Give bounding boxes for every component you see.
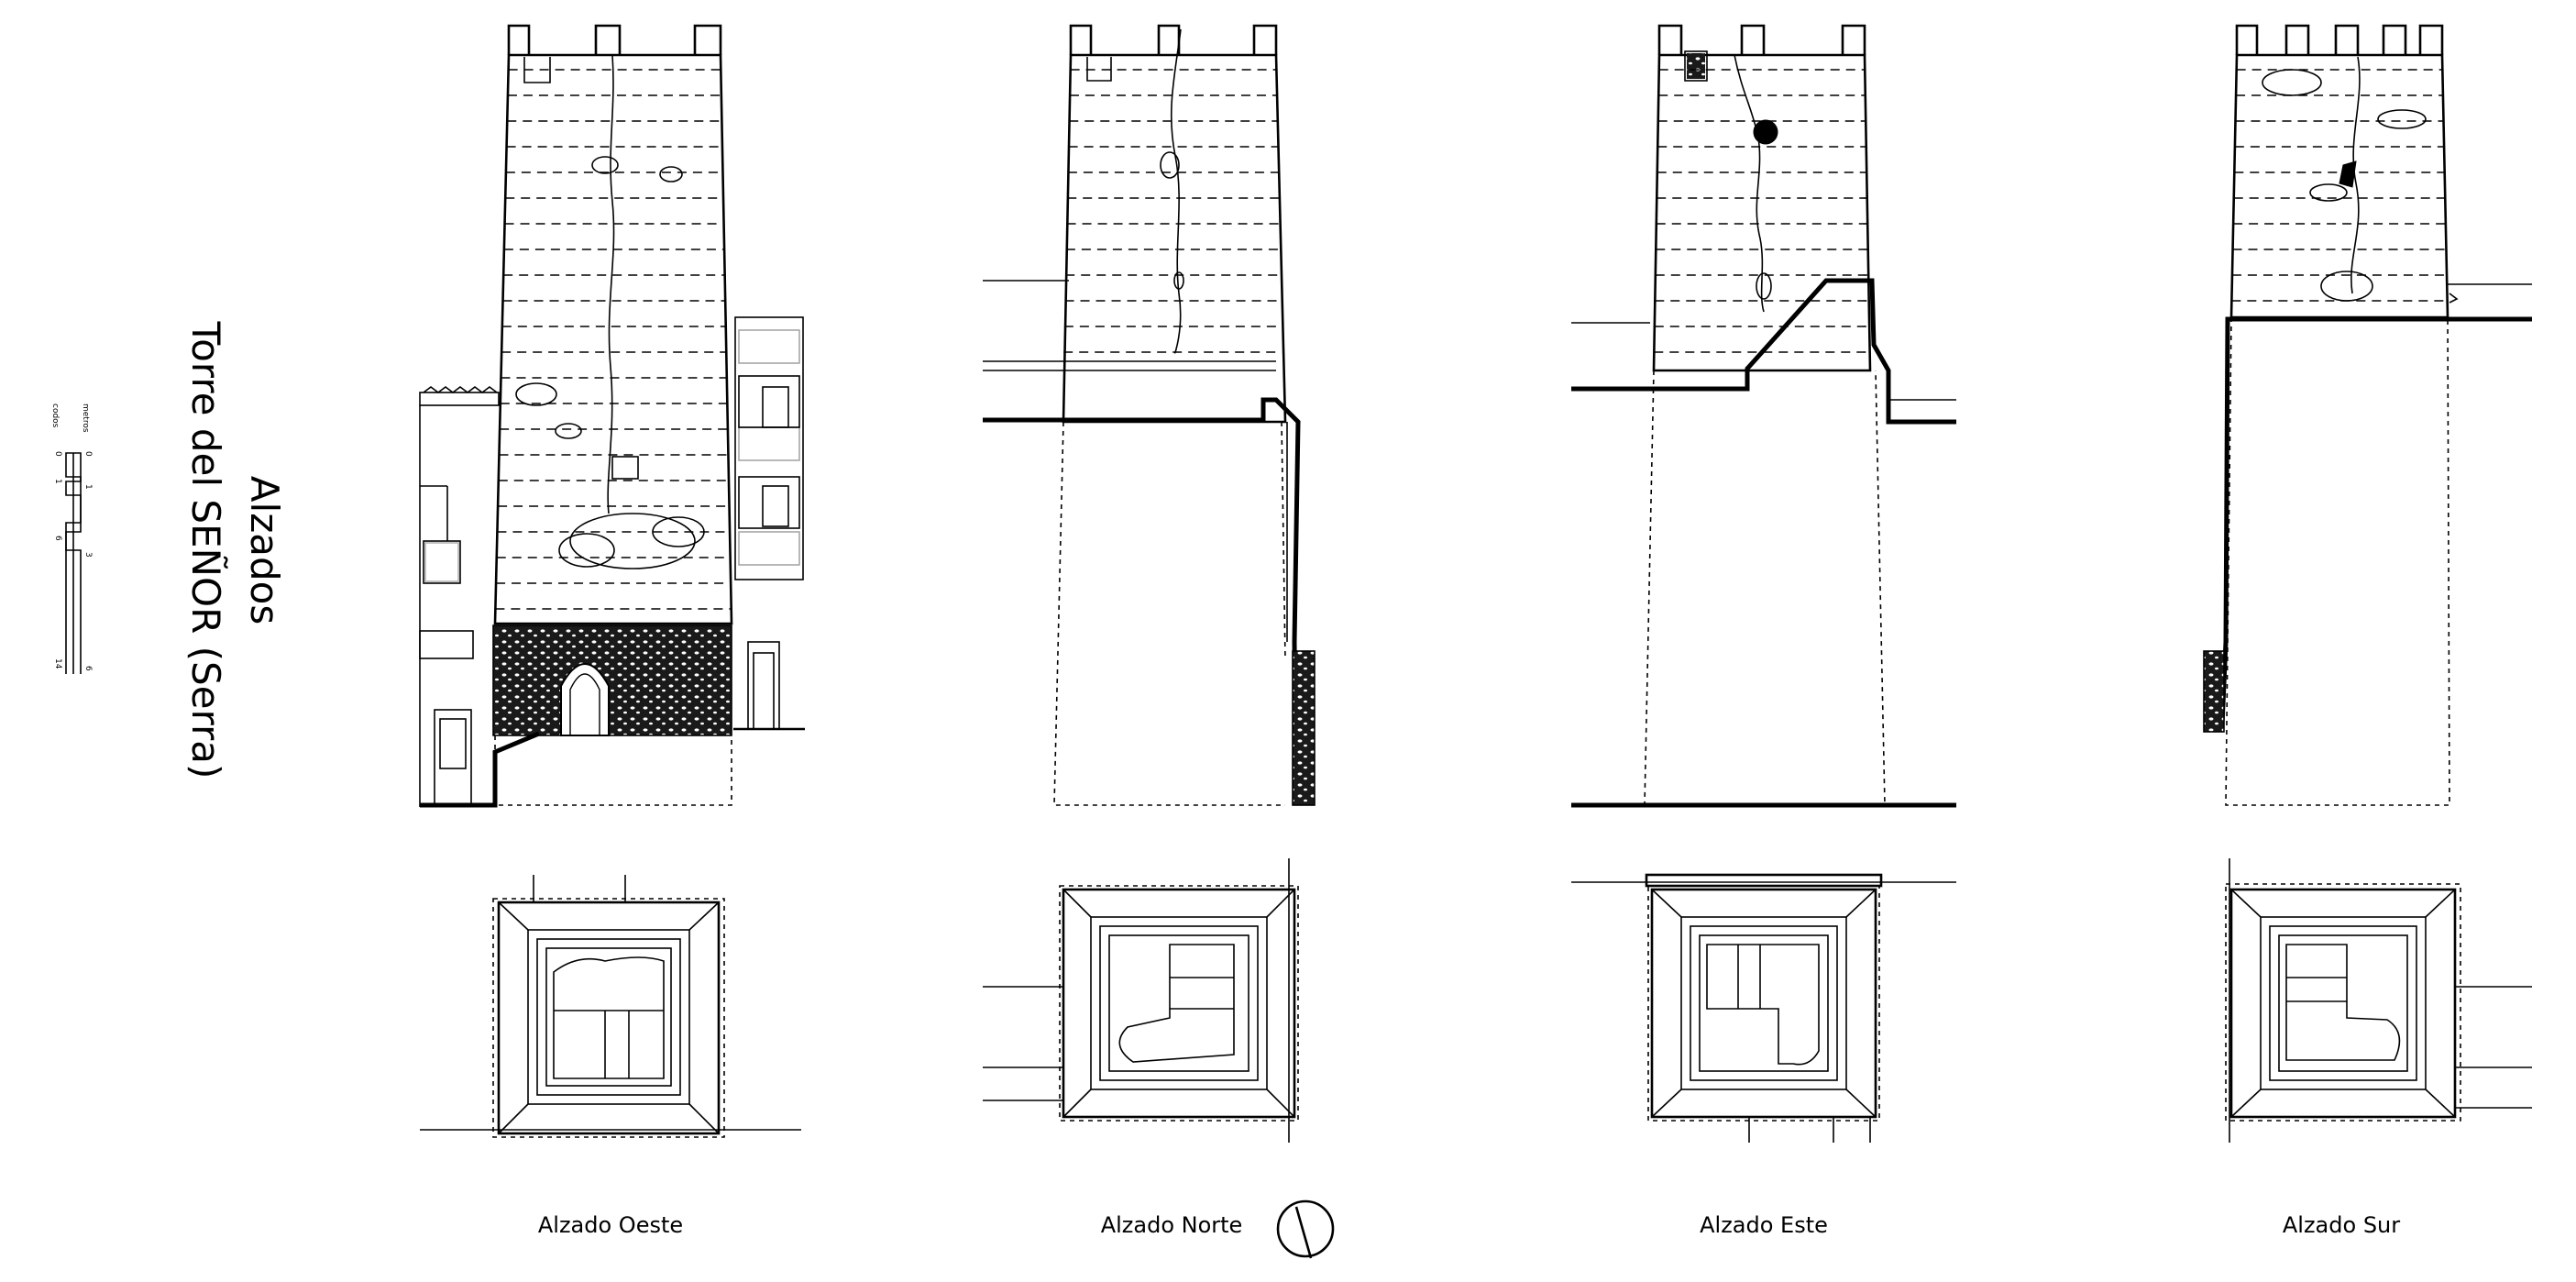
scale-tick-m6: 6 xyxy=(83,666,93,671)
elevation-norte xyxy=(983,24,1316,806)
north-arrow-icon xyxy=(1276,1199,1335,1259)
adjacent-house-left xyxy=(419,386,500,807)
caption-alzado-oeste: Alzado Oeste xyxy=(538,1212,683,1238)
elevation-oeste xyxy=(419,24,805,808)
elevation-sur xyxy=(2203,24,2532,806)
scale-unit-metros: metros xyxy=(81,403,90,433)
caption-alzado-sur: Alzado Sur xyxy=(2283,1212,2400,1238)
elevation-este xyxy=(1571,24,1956,808)
courses-norte xyxy=(1063,69,1282,353)
plan-sur xyxy=(2225,858,2532,1143)
adjacent-house-right xyxy=(734,316,804,730)
scale-tick-c1: 1 xyxy=(53,479,62,484)
scale-tick-m1: 1 xyxy=(83,484,93,490)
sheet-title-block: Alzados Torre del SEÑOR (Serra) xyxy=(183,321,287,779)
scale-tick-c0: 0 xyxy=(53,451,62,457)
plan-norte xyxy=(983,858,1299,1143)
scale-tick-c6: 6 xyxy=(53,536,62,541)
caption-alzado-norte: Alzado Norte xyxy=(1101,1212,1243,1238)
plan-oeste xyxy=(420,875,801,1138)
courses-oeste xyxy=(495,69,732,610)
plan-este xyxy=(1571,873,1956,1143)
courses-sur xyxy=(2231,69,2447,302)
courses-este xyxy=(1654,69,1869,353)
sheet-subtitle: Torre del SEÑOR (Serra) xyxy=(183,321,229,779)
scale-bar: metros codos 0 1 3 6 0 1 6 14 xyxy=(50,403,93,674)
scale-unit-codos: codos xyxy=(50,403,60,428)
scale-tick-m0: 0 xyxy=(83,451,93,457)
scale-tick-c14: 14 xyxy=(53,658,62,669)
scale-tick-m3: 3 xyxy=(83,552,93,558)
caption-alzado-este: Alzado Este xyxy=(1700,1212,1828,1238)
sheet-title: Alzados xyxy=(242,476,287,624)
